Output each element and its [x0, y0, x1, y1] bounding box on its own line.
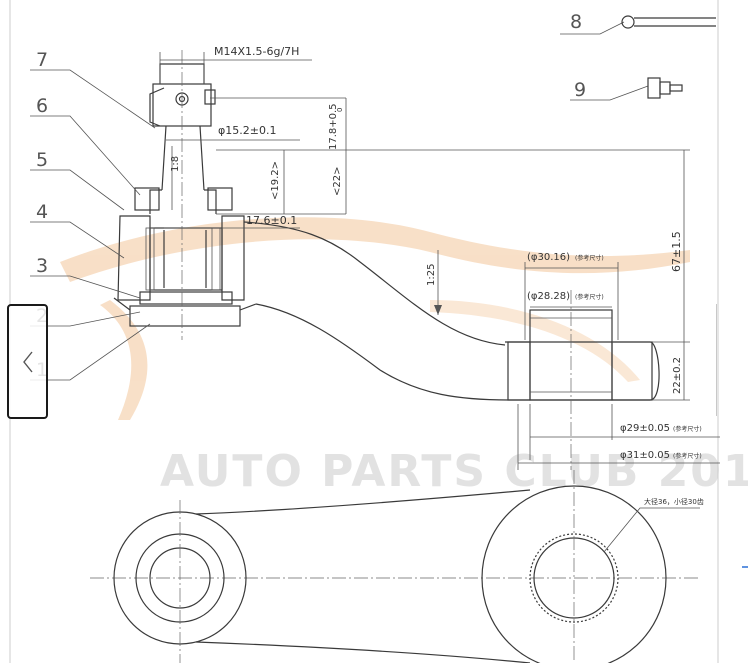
previous-image-button[interactable] [7, 304, 48, 419]
dim-dia-2828: (φ28.28) [527, 291, 570, 302]
dim-taper: 1:8 [170, 156, 181, 172]
dim-thick-22: 22±0.2 [672, 357, 683, 394]
dim-dia-29-note: (参考尺寸) [673, 425, 702, 433]
dim-dia-31: φ31±0.05 [620, 450, 670, 461]
dim-slope: 1:25 [426, 264, 437, 286]
watermark-logo [60, 217, 690, 420]
chevron-left-icon [22, 351, 33, 372]
part-number: 3 [36, 255, 48, 277]
watermark-text: AUTO PARTS CLUB 2018 [160, 446, 748, 497]
dim-ref-19: <19.2> [270, 161, 281, 200]
part-number: 8 [570, 11, 582, 33]
spline-note: 大径36，小径30齿 [644, 497, 704, 506]
part-number: 5 [36, 149, 48, 171]
dim-shank-dia: φ15.2±0.1 [218, 124, 276, 137]
dim-dia-29: φ29±0.05 [620, 423, 670, 434]
dim-dia-31-note: (参考尺寸) [673, 452, 702, 460]
part-number: 4 [36, 201, 48, 223]
dim-height-1: 17.8+0.5 [328, 103, 339, 150]
dim-dia-3016: (φ30.16) [527, 252, 570, 263]
ball-joint-housing [113, 215, 257, 327]
part-8-cotter [621, 15, 716, 29]
dimension-lines [159, 52, 720, 470]
pitman-arm-plan-view: 大径36，小径30齿 [113, 470, 704, 663]
dim-ref-22: <22> [332, 167, 343, 196]
dim-dia-3016-note: (参考尺寸) [575, 254, 604, 262]
dim-dia-2828-note: (参考尺寸) [575, 293, 604, 301]
part-number: 7 [36, 49, 48, 71]
part-number: 9 [574, 79, 586, 101]
part-9-grease-nipple [647, 77, 683, 99]
dim-bore: 17.6±0.1 [246, 214, 297, 227]
dim-height-1-sub: 0 [336, 108, 344, 112]
part-number: 6 [36, 95, 48, 117]
thread-spec: M14X1.5-6g/7H [214, 45, 299, 58]
dim-length-67: 67±1.5 [670, 231, 683, 272]
